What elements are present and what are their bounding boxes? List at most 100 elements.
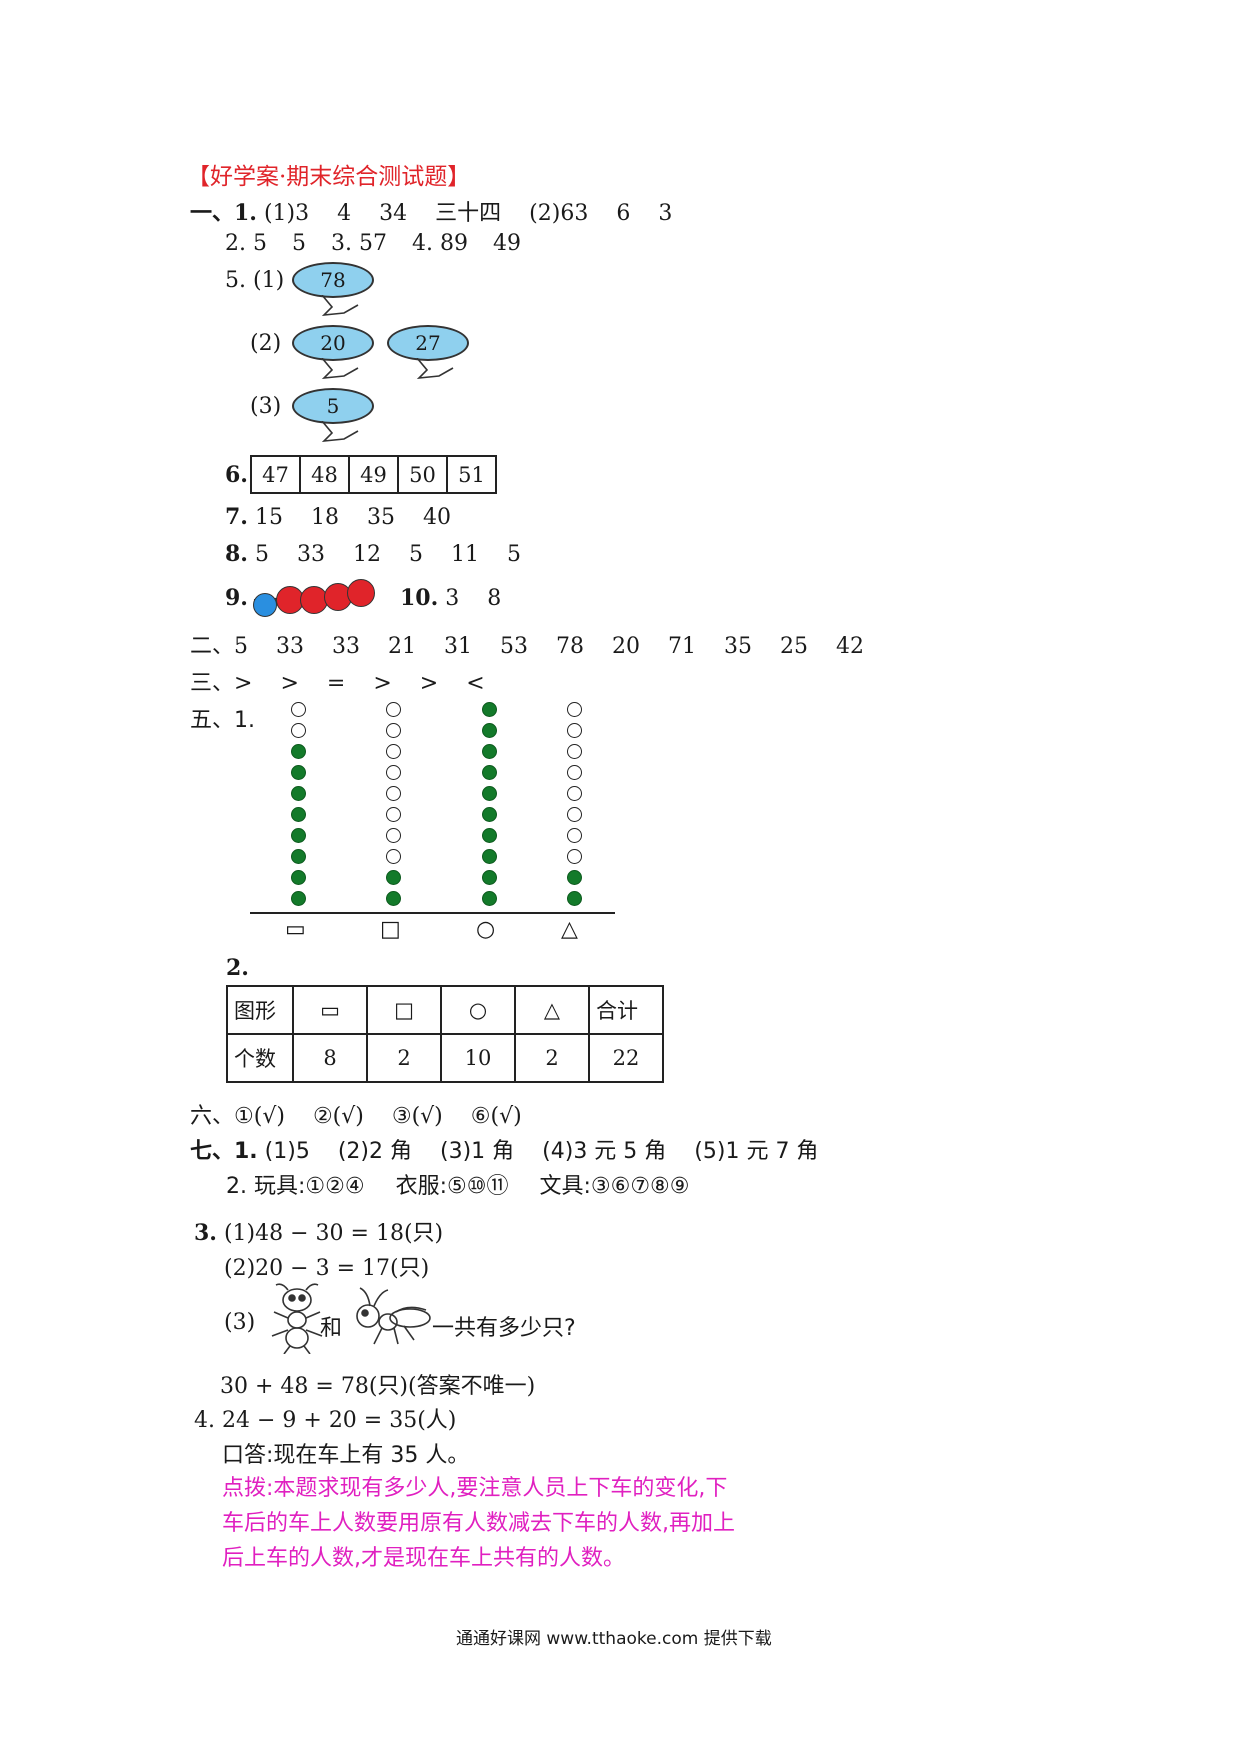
- table-header-cell: ○: [440, 985, 516, 1035]
- q10-item: 8: [487, 586, 502, 611]
- s1-item: (2)63: [529, 201, 589, 226]
- s7-q3-label: 3.: [194, 1220, 217, 1246]
- number-box: 51: [446, 455, 497, 494]
- q4-answer-b: 49: [492, 231, 521, 256]
- filled-dot: [482, 765, 497, 780]
- shape-label: □: [380, 917, 401, 942]
- balloon-string: [416, 358, 454, 380]
- q5-label: 5.: [225, 268, 246, 293]
- filled-dot: [482, 891, 497, 906]
- bead-red: [300, 586, 328, 614]
- q5-sub-label: (2): [250, 331, 282, 356]
- balloon-string: [321, 358, 359, 380]
- balloon: 20: [292, 325, 374, 361]
- q7-item: 40: [422, 505, 451, 530]
- q7-item: 35: [366, 505, 395, 530]
- q4-answer: 4. 89: [411, 231, 468, 256]
- tip-line-2: 车后的车上人数要用原有人数减去下车的人数,再加上: [222, 1511, 735, 1536]
- ant-icon: [271, 1283, 323, 1354]
- q8-label: 8.: [225, 541, 248, 567]
- filled-dot: [482, 786, 497, 801]
- number-box: 50: [397, 455, 448, 494]
- filled-dot: [291, 786, 306, 801]
- number-box: 47: [250, 455, 301, 494]
- s7-item: (1)5: [264, 1139, 310, 1164]
- bead-red: [276, 586, 304, 614]
- s3-item: >: [419, 671, 439, 696]
- s7-item: (5)1 元 7 角: [694, 1139, 819, 1164]
- s2-item: 33: [276, 634, 305, 659]
- tip-line-1: 点拨:本题求现有多少人,要注意人员上下车的变化,下: [222, 1476, 728, 1501]
- s6-item: ②(√): [312, 1104, 364, 1129]
- empty-dot: [291, 702, 306, 717]
- empty-dot: [386, 744, 401, 759]
- s3-item: <: [466, 671, 485, 696]
- s2-item: 42: [836, 634, 865, 659]
- s1-label: 一、1.: [190, 200, 257, 226]
- empty-dot: [386, 723, 401, 738]
- s6-item: ①(√): [234, 1104, 285, 1129]
- filled-dot: [386, 891, 401, 906]
- s3-label: 三、: [190, 671, 235, 696]
- bead-red: [347, 579, 375, 607]
- s3-line: 三、>>=>><: [190, 665, 485, 697]
- empty-dot: [386, 807, 401, 822]
- s6-line: 六、①(√)②(√)③(√)⑥(√): [190, 1098, 522, 1130]
- filled-dot: [291, 870, 306, 885]
- s7-q2-label: 2.: [226, 1174, 247, 1199]
- filled-dot: [482, 870, 497, 885]
- s7-label: 七、1.: [190, 1139, 258, 1164]
- s7-q3-3-label: (3): [224, 1310, 256, 1335]
- s7-items: (1)5(2)2 角(3)1 角(4)3 元 5 角(5)1 元 7 角: [265, 1139, 819, 1164]
- s7-item: (3)1 角: [440, 1139, 515, 1164]
- table-cell: 22: [588, 1033, 664, 1083]
- filled-dot: [291, 765, 306, 780]
- s7-q3-2: (2)20 − 3 = 17(只): [224, 1256, 430, 1281]
- balloon: 5: [292, 388, 374, 424]
- s1-item: 3: [658, 201, 673, 226]
- q8-item: 12: [352, 542, 381, 567]
- s7-q3-3-and: 和: [320, 1316, 343, 1341]
- clothes-label: 衣服:: [395, 1174, 448, 1199]
- s7-line1: 七、1. (1)5(2)2 角(3)1 角(4)3 元 5 角(5)1 元 7 …: [190, 1133, 818, 1165]
- empty-dot: [567, 744, 582, 759]
- q5-sub-label: (1): [253, 268, 285, 293]
- q10-label: 10.: [400, 585, 439, 611]
- s3-item: >: [373, 671, 392, 696]
- filled-dot: [291, 891, 306, 906]
- filled-dot: [482, 702, 497, 717]
- s2-label: 二、: [190, 634, 235, 659]
- s7-q3-1: (1)48 − 30 = 18(只): [223, 1221, 444, 1246]
- s3-item: =: [326, 671, 346, 696]
- empty-dot: [567, 786, 582, 801]
- q8-item: 5: [254, 542, 269, 567]
- empty-dot: [567, 807, 582, 822]
- s6-item: ⑥(√): [470, 1104, 522, 1129]
- s7-q3-line1: 3. (1)48 − 30 = 18(只): [194, 1215, 443, 1247]
- empty-dot: [386, 828, 401, 843]
- s6-items: ①(√)②(√)③(√)⑥(√): [234, 1104, 522, 1129]
- filled-dot: [291, 849, 306, 864]
- q7-item: 18: [310, 505, 339, 530]
- grasshopper-icon: [356, 1287, 431, 1345]
- shape-label: ▭: [285, 917, 306, 942]
- s5-label-text: 五、1.: [190, 708, 255, 733]
- s7-line2: 2. 玩具:①②④ 衣服:⑤⑩⑪ 文具:③⑥⑦⑧⑨: [226, 1168, 690, 1200]
- s7-item: (4)3 元 5 角: [542, 1139, 667, 1164]
- filled-dot: [482, 828, 497, 843]
- balloon-string: [321, 295, 359, 317]
- table-header-cell: ▭: [292, 985, 368, 1035]
- filled-dot: [291, 744, 306, 759]
- s1-item: 6: [616, 201, 631, 226]
- filled-dot: [482, 807, 497, 822]
- q2-answer: 2. 5: [225, 231, 267, 256]
- s2-item: 35: [724, 634, 753, 659]
- table-cell: 个数: [226, 1033, 294, 1083]
